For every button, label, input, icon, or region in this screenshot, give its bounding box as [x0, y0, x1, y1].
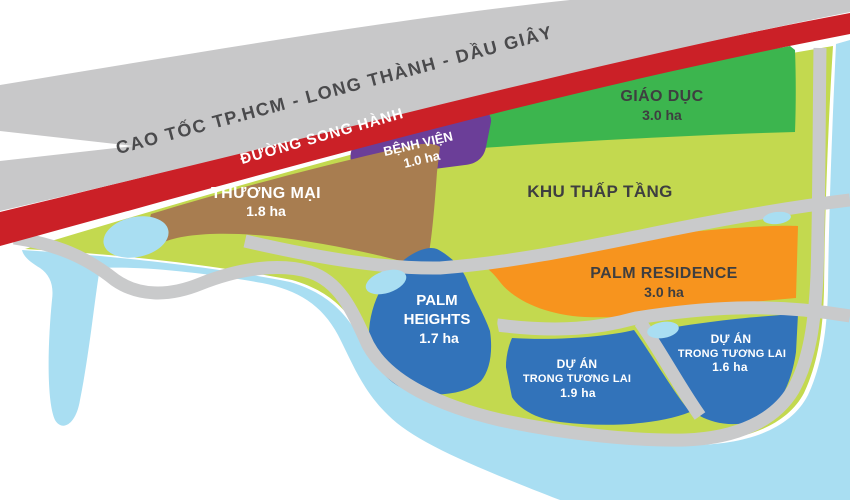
palm-heights-label: PALM HEIGHTS 1.7 ha: [404, 292, 471, 346]
palm-heights-name-2: HEIGHTS: [404, 311, 471, 328]
future-1-name-1: DỰ ÁN: [557, 356, 598, 371]
zone-thuong-mai: [150, 143, 440, 268]
pond: [763, 211, 791, 225]
local-road-network: [13, 47, 850, 447]
future-2-name-2: TRONG TƯƠNG LAI: [678, 348, 786, 360]
zone-giao-duc: [469, 46, 796, 149]
zone-future-project-1: [505, 330, 690, 425]
zone-palm-residence: [480, 225, 798, 318]
thuong-mai-label: THƯƠNG MẠI 1.8 ha: [211, 185, 321, 219]
giao-duc-area: 3.0 ha: [642, 107, 682, 123]
palm-residence-name: PALM RESIDENCE: [590, 265, 738, 282]
pond: [365, 269, 407, 295]
palm-heights-area: 1.7 ha: [419, 330, 459, 346]
central-road: [243, 193, 850, 275]
pond: [647, 321, 679, 339]
palm-heights-name-1: PALM: [416, 292, 457, 309]
future-2-name-1: DỰ ÁN: [711, 331, 752, 346]
diagonal-road: [634, 318, 706, 420]
expressway-ramp-gap: [0, 131, 133, 161]
future-project-2-label: DỰ ÁN TRONG TƯƠNG LAI 1.6 ha: [678, 331, 786, 374]
riverside-loop-road: [13, 47, 827, 447]
palm-residence-area: 3.0 ha: [644, 284, 684, 300]
pond: [103, 216, 169, 258]
river-water: [22, 40, 850, 500]
giao-duc-name: GIÁO DỤC: [620, 86, 703, 105]
future-1-area: 1.9 ha: [560, 386, 596, 400]
south-cross-road: [496, 301, 850, 336]
thuong-mai-area: 1.8 ha: [246, 203, 286, 219]
ponds: [103, 211, 791, 339]
khu-thap-tang-label: KHU THẤP TẦNG: [527, 182, 673, 201]
palm-residence-label: PALM RESIDENCE 3.0 ha: [590, 265, 738, 300]
green-divider: [491, 319, 513, 401]
expressway-band: [0, 0, 850, 211]
future-2-area: 1.6 ha: [712, 360, 748, 374]
future-project-1-label: DỰ ÁN TRONG TƯƠNG LAI 1.9 ha: [523, 356, 631, 400]
thuong-mai-name: THƯƠNG MẠI: [211, 185, 321, 202]
future-1-name-2: TRONG TƯƠNG LAI: [523, 373, 631, 385]
giao-duc-label: GIÁO DỤC 3.0 ha: [620, 86, 703, 123]
frontage-road: [0, 13, 850, 246]
